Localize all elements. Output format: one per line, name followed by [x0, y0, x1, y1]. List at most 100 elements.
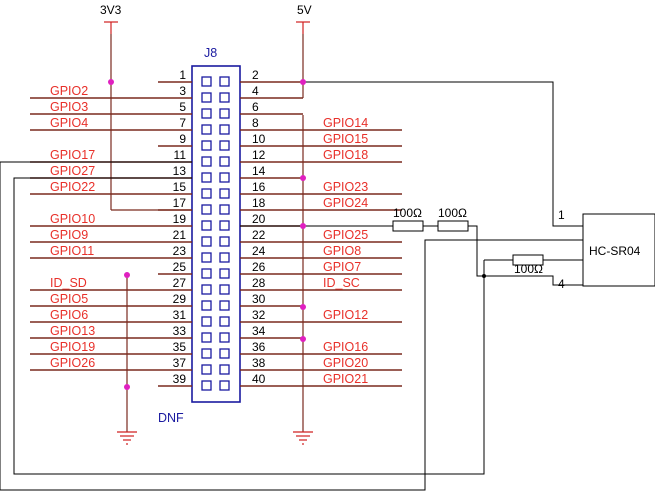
pin-pad-right: [219, 332, 230, 343]
pin-number-right: 2: [252, 68, 259, 82]
pin-number-left: 33: [173, 324, 187, 338]
pin-label-right: GPIO21: [323, 372, 368, 386]
pin-label-left: GPIO3: [50, 100, 88, 114]
pin-pad-left: [201, 124, 212, 135]
wire-r2-to-gnd: [468, 225, 583, 286]
pin-number-right: 4: [252, 84, 259, 98]
pin-pad-left: [201, 220, 212, 231]
pin-pad-right: [219, 204, 230, 215]
pin-number-right: 22: [252, 228, 266, 242]
sensor-name: HC-SR04: [589, 244, 641, 258]
pin-pad-right: [219, 300, 230, 311]
resistor-r1-value: 100Ω: [393, 206, 422, 220]
pin-number-left: 37: [173, 356, 187, 370]
pin-number-left: 5: [179, 100, 186, 114]
pin-number-right: 18: [252, 196, 266, 210]
pin-number-right: 30: [252, 292, 266, 306]
pin-label-right: GPIO23: [323, 180, 368, 194]
connector-j8-body: [191, 65, 241, 403]
pin-label-right: GPIO12: [323, 308, 368, 322]
pin-label-right: GPIO7: [323, 260, 361, 274]
pin-number-left: 19: [173, 212, 187, 226]
pin-label-left: GPIO9: [50, 228, 88, 242]
pin-pad-left: [201, 332, 212, 343]
pin-number-left: 11: [174, 148, 187, 162]
junction-dot: [124, 272, 130, 278]
pin-pad-right: [219, 284, 230, 295]
pin-pad-right: [219, 140, 230, 151]
sensor-pin4-number: 4: [558, 277, 565, 291]
pin-number-right: 16: [252, 180, 266, 194]
pin-pad-right: [219, 316, 230, 327]
pin-number-right: 8: [252, 116, 259, 130]
pin-number-left: 3: [179, 84, 186, 98]
junction-dot: [300, 79, 306, 85]
pin-label-left: GPIO26: [50, 356, 95, 370]
pin-label-right: ID_SC: [323, 276, 360, 290]
pin-number-left: 27: [173, 276, 187, 290]
pin-pad-right: [219, 348, 230, 359]
pin-number-left: 1: [179, 68, 186, 82]
rail-5v-label: 5V: [297, 3, 312, 17]
sensor-pin1-number: 1: [558, 208, 565, 222]
pin-pad-left: [201, 348, 212, 359]
ground-right-icon: [293, 431, 313, 445]
pin-number-right: 6: [252, 100, 259, 114]
pin-pad-left: [201, 188, 212, 199]
pin-number-left: 25: [173, 260, 187, 274]
pin-pad-right: [219, 380, 230, 391]
wire-gpio27-echo: [13, 177, 485, 475]
pin-number-left: 17: [173, 196, 187, 210]
rail-5v-symbol: 5V: [296, 3, 312, 98]
pin-number-right: 28: [252, 276, 266, 290]
connector-note: DNF: [158, 411, 184, 425]
pin-label-left: GPIO19: [50, 340, 95, 354]
pin-label-right: GPIO16: [323, 340, 368, 354]
junction-dot: [300, 304, 306, 310]
pin-number-right: 26: [252, 260, 266, 274]
ground-left-icon: [117, 431, 137, 445]
junction-dot: [300, 175, 306, 181]
pin-pad-right: [219, 92, 230, 103]
pin-number-left: 15: [173, 180, 187, 194]
pin-pad-right: [219, 220, 230, 231]
rail-3v3-symbol: 3V3: [100, 3, 122, 210]
resistor-r2-value: 100Ω: [438, 206, 467, 220]
pin-pad-left: [201, 252, 212, 263]
wire-gpio17-trig: [0, 161, 583, 491]
pin-pad-right: [219, 236, 230, 247]
pin-pad-right: [219, 108, 230, 119]
pin-pad-right: [219, 124, 230, 135]
pin-number-right: 12: [252, 148, 266, 162]
pin-label-left: GPIO27: [50, 164, 95, 178]
pin-number-left: 21: [173, 228, 187, 242]
pin-number-right: 24: [252, 244, 266, 258]
pin-pad-left: [201, 204, 212, 215]
pin-pad-left: [201, 236, 212, 247]
junction-dot: [108, 79, 114, 85]
pin-label-left: GPIO6: [50, 308, 88, 322]
pin-number-left: 39: [173, 372, 187, 386]
pin-number-right: 10: [252, 132, 266, 146]
pin-label-right: GPIO24: [323, 196, 368, 210]
pin-number-right: 40: [252, 372, 266, 386]
pin-number-right: 36: [252, 340, 266, 354]
pin-number-right: 20: [252, 212, 266, 226]
pin-label-left: GPIO17: [50, 148, 95, 162]
pin-label-right: GPIO25: [323, 228, 368, 242]
pin-label-left: ID_SD: [50, 276, 87, 290]
pin-pad-left: [201, 156, 212, 167]
pin-number-left: 9: [179, 132, 186, 146]
pin-pad-right: [219, 252, 230, 263]
pin-label-left: GPIO13: [50, 324, 95, 338]
pin-pad-left: [201, 300, 212, 311]
pin-label-left: GPIO10: [50, 212, 95, 226]
pin-pad-right: [219, 188, 230, 199]
pin-pad-left: [201, 380, 212, 391]
resistor-r1: [392, 220, 424, 232]
resistor-r3-value: 100Ω: [514, 262, 543, 276]
pin-number-left: 31: [173, 308, 187, 322]
pin-label-right: GPIO18: [323, 148, 368, 162]
